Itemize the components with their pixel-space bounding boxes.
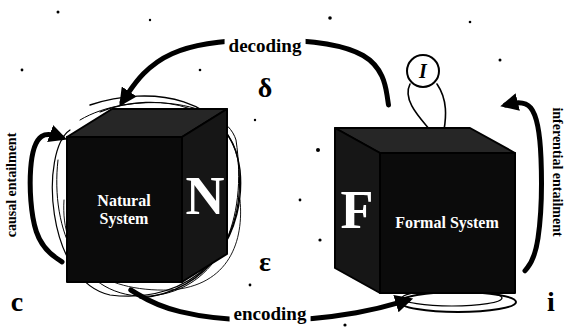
cube-front-face xyxy=(67,137,182,282)
scribble-line xyxy=(52,102,239,296)
speck-dot xyxy=(199,69,202,72)
speck-dot xyxy=(149,19,151,21)
circle-outline xyxy=(407,55,439,87)
speck-dot xyxy=(343,323,346,326)
cube-side-face xyxy=(335,128,380,293)
system-letter: N xyxy=(183,165,227,227)
arrow-label: inferential entailment xyxy=(549,103,564,240)
speck-dot xyxy=(254,119,256,121)
system-letter: I xyxy=(408,60,438,83)
arrow-label: decoding xyxy=(225,36,306,57)
speck-dot xyxy=(57,11,60,14)
speck-dot xyxy=(316,148,320,152)
speck-dot xyxy=(469,21,472,24)
entailment-arrow xyxy=(30,134,62,261)
symbol-label: δ xyxy=(258,73,273,104)
speck-dot xyxy=(328,16,332,20)
system-name: Natural System xyxy=(74,192,174,229)
symbol-label: i xyxy=(547,287,555,318)
arrow-label: causal entailment xyxy=(4,129,19,242)
circle-node: I xyxy=(405,53,441,89)
circle-tether xyxy=(437,84,446,130)
scribble-group xyxy=(52,84,516,312)
speck-dot xyxy=(499,59,502,62)
speck-dot xyxy=(21,69,24,72)
system-letter: F xyxy=(335,179,379,241)
circle-tether xyxy=(408,84,430,130)
symbol-label: c xyxy=(11,287,23,318)
cube-side-face xyxy=(182,109,227,282)
scribble-line xyxy=(57,103,239,297)
cube-front-face xyxy=(380,153,515,293)
system-name: Formal System xyxy=(388,214,506,232)
system-cube: Natural SystemN xyxy=(62,102,234,290)
speck-dot xyxy=(318,238,321,241)
arrow-label: encoding xyxy=(230,304,311,325)
speck-dot xyxy=(249,284,252,287)
symbol-label: ε xyxy=(259,247,271,278)
speck-dot xyxy=(299,199,302,202)
system-cube: F Formal System xyxy=(330,105,525,300)
